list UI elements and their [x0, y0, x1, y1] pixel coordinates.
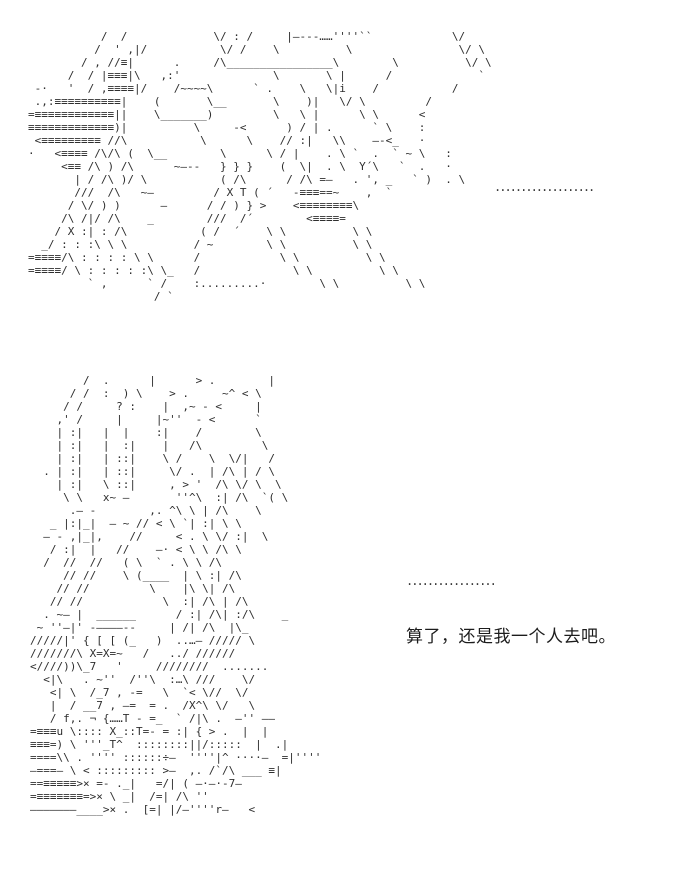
dialogue-text: 算了，还是我一个人去吧。 [406, 627, 616, 647]
ellipsis-speech-top: ................... [494, 180, 595, 194]
ellipsis-speech-bottom: ................. [406, 574, 497, 588]
ascii-art-panel-bottom: / . | > . | / / : ) \ > . ~^ < \ / / ? :… [30, 374, 322, 816]
ascii-art-panel-top: / / \/ : / |—---……''''`` \/ / ' ,|/ \/ /… [28, 30, 492, 303]
